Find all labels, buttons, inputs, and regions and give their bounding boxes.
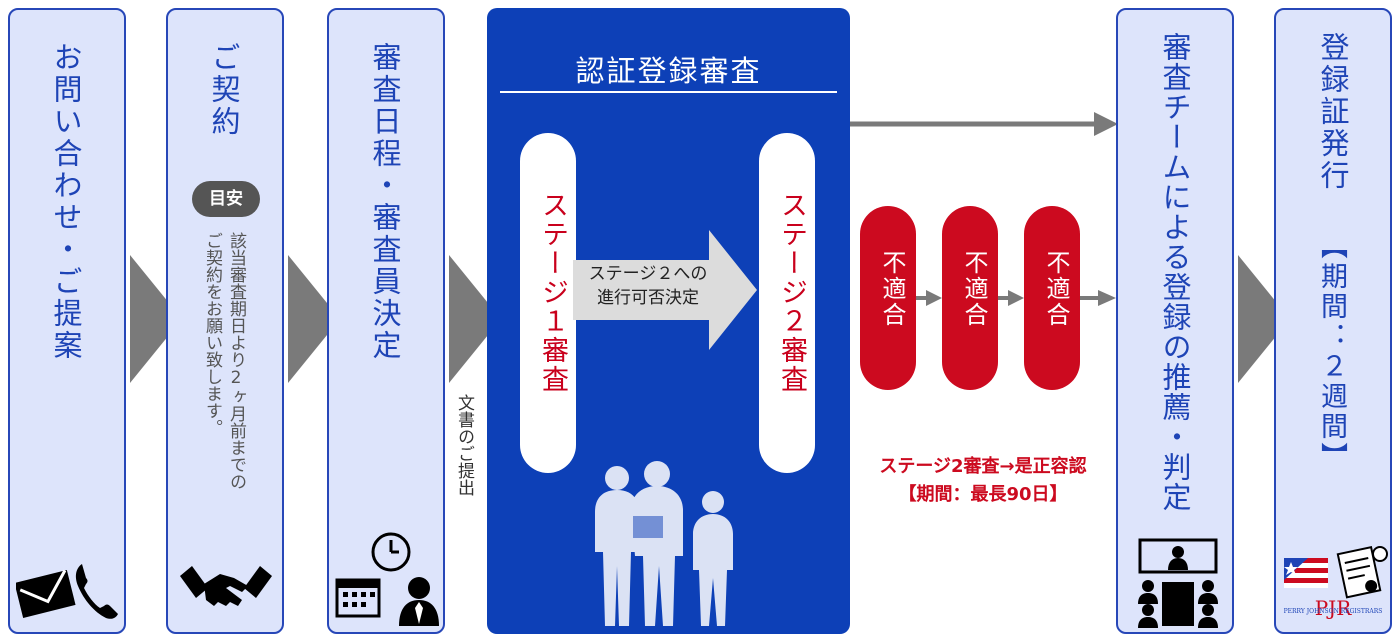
connector-arrows (850, 112, 1118, 306)
step-schedule: 審査日程・審査員決定 (327, 8, 445, 634)
guideline-badge: 目安 (192, 181, 260, 217)
step-certificate-label: 登録証発行 (1316, 32, 1350, 192)
stage2-decision-arrow: ステージ２への 進行可否決定 (573, 230, 757, 350)
title-divider (500, 91, 837, 93)
pjr-logo-letters: PJR (1314, 596, 1352, 620)
mail-phone-icon (16, 564, 118, 619)
pjr-flag-certificate-icon (1284, 545, 1388, 599)
step-contract-label: ご契約 (207, 42, 241, 138)
step-certificate-period: 【期間：２週間】 (1316, 232, 1347, 472)
correction-note-line1: ステージ2審査→是正容認 (879, 456, 1087, 477)
nonconformity-1-label: 不適合 (878, 250, 906, 328)
stage2-audit: ステージ２審査 (759, 133, 815, 473)
handshake-icon (180, 566, 272, 606)
stage1-audit-label: ステージ１審査 (537, 191, 568, 394)
auditors-team-icon (595, 461, 733, 626)
step-inquiry-label: お問い合わせ・ご提案 (49, 42, 83, 362)
certification-audit-title: 認証登録審査 (575, 54, 762, 88)
stage2-decision-text: ステージ２への 進行可否決定 (573, 262, 723, 310)
step-schedule-label: 審査日程・審査員決定 (368, 42, 402, 362)
document-submission-note: 文書のご提出 (454, 394, 474, 496)
nonconformity-2: 不適合 (942, 206, 998, 390)
nonconformity-1: 不適合 (860, 206, 916, 390)
nonconformity-2-label: 不適合 (960, 250, 988, 328)
pjr-logo-tagline: PERRY JOHNSON REGISTRARS (1283, 608, 1383, 615)
nonconformity-3: 不適合 (1024, 206, 1080, 390)
stage2-decision-line1: ステージ２への (588, 264, 708, 284)
stage2-audit-label: ステージ２審査 (776, 191, 807, 394)
contract-note-1: 該当審査期日より2ヶ月前までの (226, 232, 246, 490)
step-recommendation-label: 審査チームによる登録の推薦・判定 (1158, 32, 1192, 512)
certification-audit-panel: 認証登録審査 ステージ１審査 ステージ２への 進行可否決定 ステージ２審査 (487, 8, 850, 634)
contract-note-2: ご契約をお願い致します。 (202, 232, 222, 436)
step-certificate: 登録証発行 【期間：２週間】 PJR PERRY JOHNSON REGISTR… (1274, 8, 1392, 634)
step-recommendation: 審査チームによる登録の推薦・判定 (1116, 8, 1234, 634)
stage1-audit: ステージ１審査 (520, 133, 576, 473)
step-contract: ご契約 目安 該当審査期日より2ヶ月前までの ご契約をお願い致します。 (166, 8, 284, 634)
step-inquiry: お問い合わせ・ご提案 (8, 8, 126, 634)
correction-note-line2: 【期間：最長90日】 (898, 484, 1068, 505)
calendar-clock-person-icon (335, 532, 439, 626)
stage2-decision-line2: 進行可否決定 (597, 288, 699, 308)
meeting-table-icon (1138, 538, 1218, 628)
nonconformity-3-label: 不適合 (1042, 250, 1070, 328)
